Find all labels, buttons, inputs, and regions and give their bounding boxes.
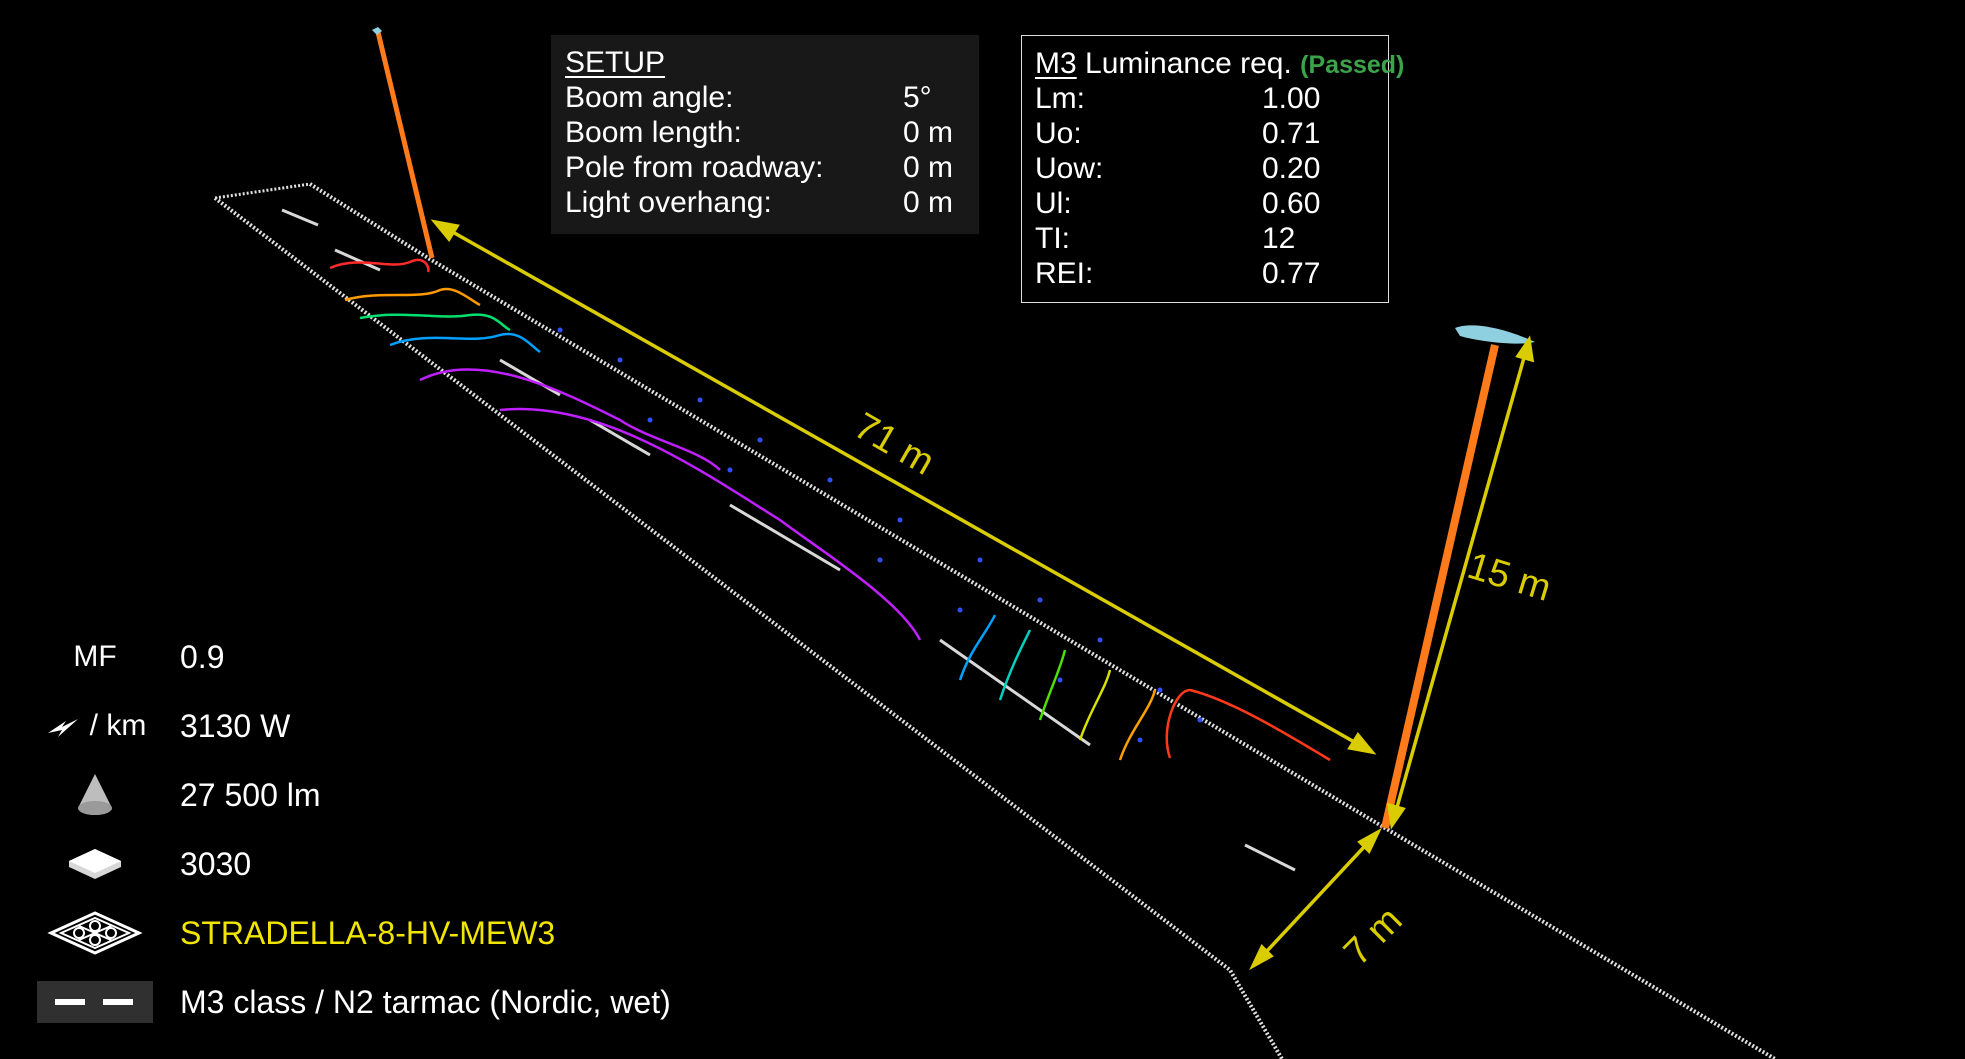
road-class-value: M3 class / N2 tarmac (Nordic, wet) bbox=[180, 984, 671, 1020]
setup-panel: SETUP Boom angle: 5° Boom length: 0 m Po… bbox=[551, 35, 979, 234]
setup-row-boom-length: Boom length: 0 m bbox=[565, 115, 979, 150]
luminance-label: Uo: bbox=[1035, 117, 1082, 150]
legend-key bbox=[30, 977, 160, 1027]
legend-row-power-per-km: / km 3130 W bbox=[0, 701, 900, 751]
luminance-value: 0.71 bbox=[1262, 117, 1321, 150]
status-badge: (Passed) bbox=[1300, 51, 1405, 79]
led-chip-icon bbox=[69, 849, 121, 879]
luminaire-head-left bbox=[372, 27, 382, 35]
power-value: 3130 W bbox=[180, 708, 291, 744]
luminance-requirements-panel: M3 Luminance req. (Passed) Lm: 1.00 Uo: … bbox=[1021, 35, 1404, 303]
luminance-title: Luminance req. bbox=[1085, 47, 1292, 80]
luminance-value: 0.20 bbox=[1262, 152, 1321, 185]
luminance-row-ul: Ul: 0.60 bbox=[1035, 186, 1388, 221]
setup-row-pole-from-roadway: Pole from roadway: 0 m bbox=[565, 150, 979, 185]
mf-value: 0.9 bbox=[180, 639, 225, 675]
luminance-header: M3 Luminance req. (Passed) bbox=[1035, 46, 1404, 81]
flux-value: 27 500 lm bbox=[180, 777, 321, 813]
luminaire-icon bbox=[47, 911, 143, 955]
dimension-lines bbox=[430, 219, 1535, 971]
setup-label: Boom angle: bbox=[565, 81, 734, 114]
legend-row-luminous-flux: 27 500 lm bbox=[0, 770, 900, 820]
lightning-icon bbox=[47, 719, 78, 737]
luminance-row-lm: Lm: 1.00 bbox=[1035, 81, 1388, 116]
legend-row-luminaire: STRADELLA-8-HV-MEW3 bbox=[0, 908, 900, 958]
luminance-row-uow: Uow: 0.20 bbox=[1035, 151, 1388, 186]
setup-value: 0 m bbox=[903, 186, 954, 219]
luminance-label: TI: bbox=[1035, 222, 1070, 255]
luminance-row-ti: TI: 12 bbox=[1035, 221, 1388, 256]
setup-row-boom-angle: Boom angle: 5° bbox=[565, 80, 979, 115]
mf-label: MF bbox=[73, 640, 117, 673]
lane-markings bbox=[281, 208, 1296, 872]
legend-key: MF bbox=[30, 632, 160, 682]
setup-value: 5° bbox=[903, 81, 932, 114]
road-class-label: M3 bbox=[1035, 47, 1077, 80]
luminance-label: Lm: bbox=[1035, 82, 1086, 115]
legend-key bbox=[30, 908, 160, 958]
luminance-label: Uow: bbox=[1035, 152, 1104, 185]
setup-value: 0 m bbox=[903, 151, 954, 184]
power-label: / km bbox=[89, 709, 147, 742]
luminaire-value: STRADELLA-8-HV-MEW3 bbox=[180, 915, 556, 951]
legend-key: / km bbox=[30, 701, 160, 751]
led-value: 3030 bbox=[180, 846, 252, 882]
pole-left bbox=[372, 27, 435, 259]
luminance-value: 12 bbox=[1262, 222, 1296, 255]
legend-row-maintenance-factor: MF 0.9 bbox=[0, 632, 900, 682]
luminaire-head-right bbox=[1455, 325, 1535, 344]
luminance-value: 0.77 bbox=[1262, 257, 1321, 290]
setup-label: Light overhang: bbox=[565, 186, 772, 219]
light-cone-icon bbox=[78, 774, 112, 815]
luminance-label: REI: bbox=[1035, 257, 1094, 290]
pole-right bbox=[1381, 325, 1535, 829]
road-edge-near bbox=[213, 196, 1284, 1059]
luminance-value: 0.60 bbox=[1262, 187, 1321, 220]
luminance-row-rei: REI: 0.77 bbox=[1035, 256, 1388, 291]
road-edge-far bbox=[308, 182, 1777, 1059]
setup-label: Pole from roadway: bbox=[565, 151, 824, 184]
setup-label: Boom length: bbox=[565, 116, 742, 149]
luminance-row-uo: Uo: 0.71 bbox=[1035, 116, 1388, 151]
luminance-label: Ul: bbox=[1035, 187, 1072, 220]
measurement-points bbox=[557, 327, 1203, 743]
setup-value: 0 m bbox=[903, 116, 954, 149]
luminance-contours bbox=[329, 258, 1331, 762]
legend-key bbox=[30, 839, 160, 889]
legend-row-road-class: M3 class / N2 tarmac (Nordic, wet) bbox=[0, 977, 900, 1027]
setup-row-light-overhang: Light overhang: 0 m bbox=[565, 185, 979, 220]
legend-row-led-type: 3030 bbox=[0, 839, 900, 889]
legend-key bbox=[30, 770, 160, 820]
road-marking-icon bbox=[37, 981, 153, 1023]
road-surface bbox=[213, 182, 1777, 1059]
luminance-value: 1.00 bbox=[1262, 82, 1321, 115]
setup-title: SETUP bbox=[565, 46, 666, 79]
